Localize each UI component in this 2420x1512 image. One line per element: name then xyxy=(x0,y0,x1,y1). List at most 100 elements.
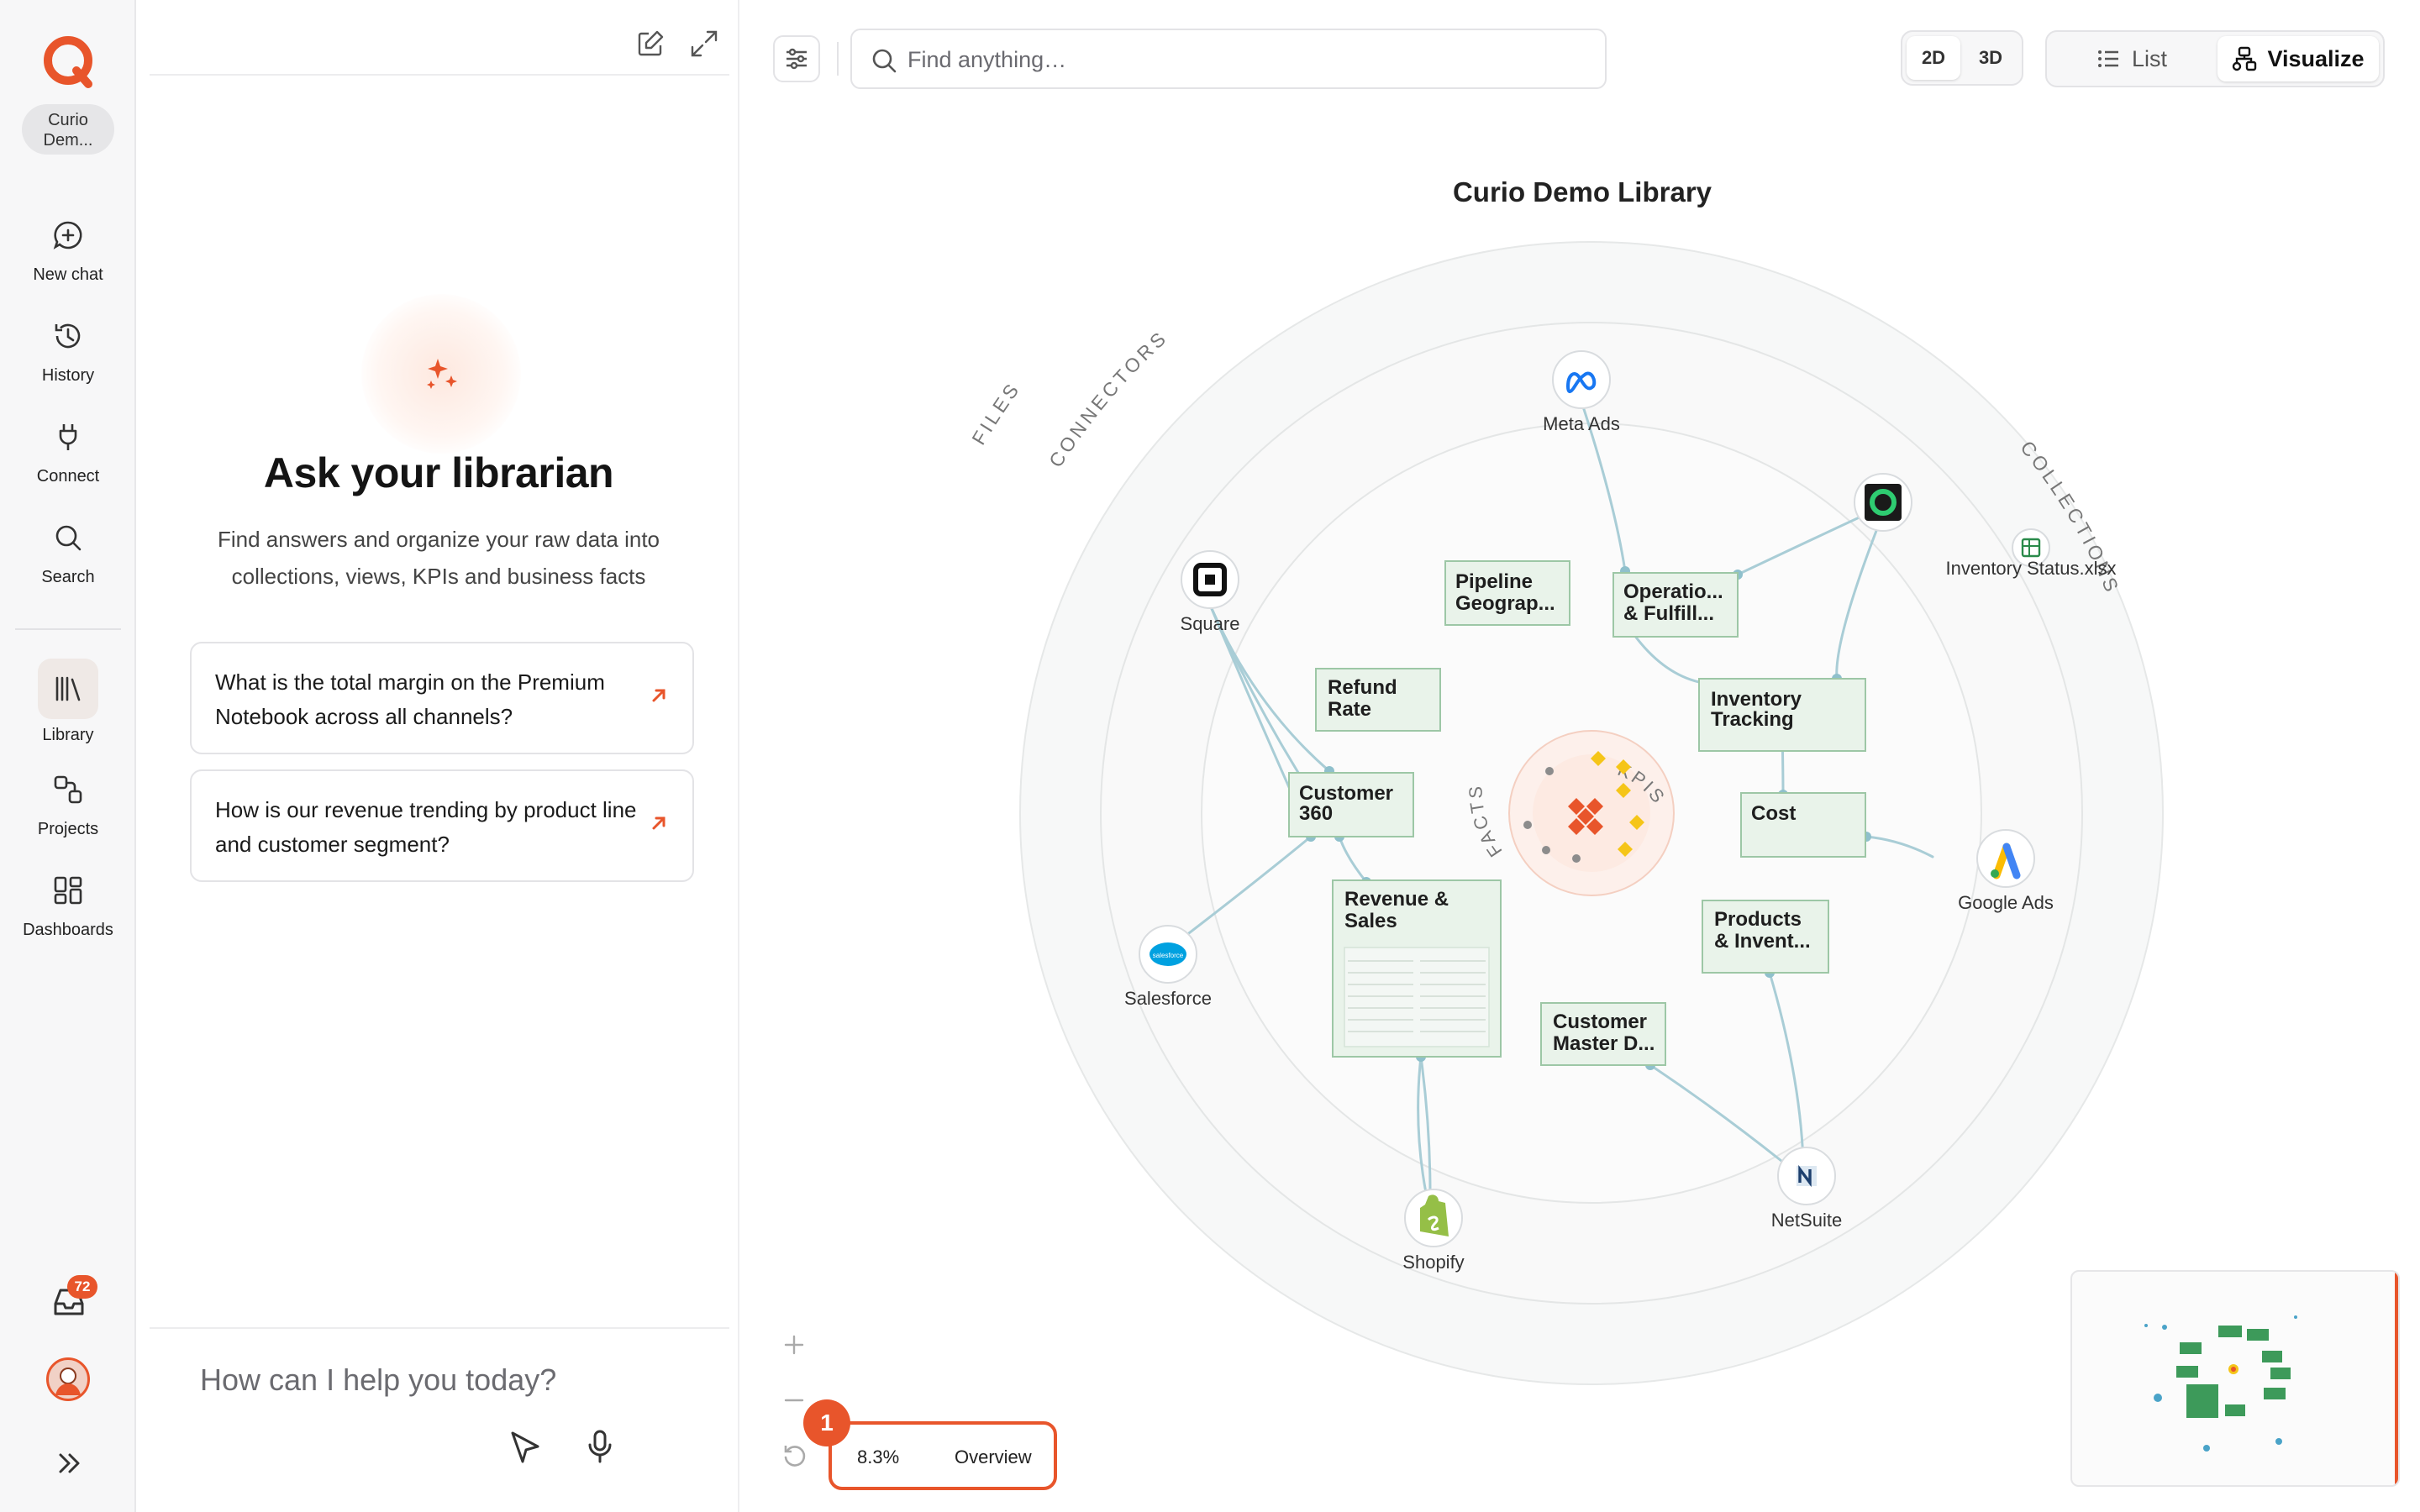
edge xyxy=(1768,971,1805,1163)
send-icon[interactable] xyxy=(506,1428,546,1468)
node-label: Rate xyxy=(1328,698,1371,721)
connector-node-salesforce[interactable]: salesforce Salesforce xyxy=(1124,925,1212,1009)
workspace-switcher[interactable]: Curio Dem... xyxy=(22,104,114,155)
edit-icon[interactable] xyxy=(635,29,669,62)
zoom-percent: 8.3% xyxy=(857,1446,900,1467)
files-ring-label: FILES xyxy=(967,377,1024,449)
kpi-diamonds-orange xyxy=(1568,798,1603,835)
zoom-out-icon[interactable] xyxy=(773,1379,815,1421)
list-view-button[interactable]: List xyxy=(2051,36,2212,81)
edge xyxy=(1865,835,1934,858)
fullscreen-icon[interactable] xyxy=(689,29,723,62)
rail-divider xyxy=(15,628,121,630)
filter-button[interactable] xyxy=(773,35,820,82)
salesforce-logo-text: salesforce xyxy=(1153,952,1184,959)
nav-dashboards[interactable]: Dashboards xyxy=(0,872,136,940)
table-preview xyxy=(1344,947,1490,1047)
zoom-level-indicator[interactable]: 8.3% Overview xyxy=(829,1421,1057,1490)
library-main: 2D 3D List Visualize Curio Demo Library xyxy=(741,0,2420,1512)
kpi-cluster[interactable] xyxy=(1523,751,1644,863)
zoom-in-icon[interactable] xyxy=(773,1324,815,1366)
chat-composer xyxy=(150,1327,729,1512)
collection-node-customer-master[interactable]: Customer Master D... xyxy=(1540,1002,1666,1066)
nav-history[interactable]: History xyxy=(0,318,136,386)
minimap-canvas xyxy=(2144,1315,2297,1452)
nav-projects[interactable]: Projects xyxy=(0,771,136,839)
collection-node-inventory-tracking[interactable]: Inventory Tracking xyxy=(1698,678,1866,752)
node-label: & Invent... xyxy=(1714,930,1811,953)
node-label: Customer xyxy=(1299,782,1393,805)
inbox-count-badge: 72 xyxy=(67,1275,97,1299)
nav-library[interactable]: Library xyxy=(0,659,136,745)
sliders-icon xyxy=(786,48,807,70)
collection-node-pipeline[interactable]: Pipeline Geograp... xyxy=(1444,560,1570,626)
collection-node-revenue-sales[interactable]: Revenue & Sales xyxy=(1332,879,1502,1058)
node-label: & Fulfill... xyxy=(1623,602,1714,625)
node-label: Master D... xyxy=(1553,1032,1655,1055)
nav-label: Dashboards xyxy=(23,921,113,939)
sparkle-icon xyxy=(361,294,521,454)
node-label: Pipeline xyxy=(1455,570,1533,593)
nav-new-chat[interactable]: New chat xyxy=(0,217,136,285)
chat-input[interactable] xyxy=(200,1351,671,1410)
projects-icon xyxy=(50,771,87,808)
collection-node-operations[interactable]: Operatio... & Fulfill... xyxy=(1612,572,1739,638)
connector-label: Shopify xyxy=(1402,1252,1464,1273)
chat-panel: Ask your librarian Find answers and orga… xyxy=(138,0,739,1512)
library-icon xyxy=(38,659,98,719)
inbox-icon[interactable] xyxy=(50,1284,87,1320)
connector-node-zendesk[interactable] xyxy=(1854,473,1912,532)
nav-connect[interactable]: Connect xyxy=(0,418,136,486)
suggestion-card[interactable]: What is the total margin on the Premium … xyxy=(190,642,694,754)
library-graph: FILES CONNECTORS COLLECTIONS KPIS FACTS xyxy=(967,241,2164,1385)
history-icon xyxy=(50,318,87,354)
nav-label: Search xyxy=(41,568,95,586)
user-avatar[interactable] xyxy=(46,1357,90,1401)
nav-label: History xyxy=(41,366,95,385)
expand-rail-icon[interactable] xyxy=(52,1446,86,1480)
node-label: Products xyxy=(1714,908,1802,931)
connector-node-meta-ads[interactable]: Meta Ads xyxy=(1543,350,1620,434)
edge xyxy=(1649,1063,1783,1163)
node-label: Geograp... xyxy=(1455,592,1555,615)
collection-node-refund-rate[interactable]: Refund Rate xyxy=(1315,668,1441,732)
arrow-up-right-icon xyxy=(652,816,666,830)
search-input[interactable] xyxy=(908,39,1580,81)
chat-heading: Ask your librarian xyxy=(263,449,614,496)
toolbar-separator xyxy=(837,42,839,76)
microphone-icon[interactable] xyxy=(581,1428,622,1468)
suggestion-card[interactable]: How is our revenue trending by product l… xyxy=(190,769,694,882)
collection-node-customer-360[interactable]: Customer 360 xyxy=(1288,772,1414,837)
minimap[interactable] xyxy=(2070,1270,2400,1487)
kpi-diamonds-yellow xyxy=(1591,751,1644,857)
visualize-view-button[interactable]: Visualize xyxy=(2217,36,2379,81)
fact-dots xyxy=(1523,767,1581,863)
edge xyxy=(1835,503,1888,680)
nav-label: Connect xyxy=(36,467,100,486)
collection-node-products-inventory[interactable]: Products & Invent... xyxy=(1702,900,1829,974)
nav-search[interactable]: Search xyxy=(0,519,136,587)
spreadsheet-icon xyxy=(2021,538,2041,558)
table-preview-lines xyxy=(1348,960,1486,1032)
connector-node-square[interactable]: Square xyxy=(1181,550,1240,634)
nav-label: Projects xyxy=(37,820,99,838)
connector-label: Salesforce xyxy=(1124,988,1212,1009)
node-label: Revenue & xyxy=(1344,888,1449,911)
connector-node-shopify[interactable]: Shopify xyxy=(1402,1189,1465,1273)
node-label: 360 xyxy=(1299,802,1333,825)
connector-node-google-ads[interactable]: Google Ads xyxy=(1958,829,2054,913)
file-node-inventory-status[interactable]: Inventory Status.xlsx xyxy=(1946,528,2117,579)
curio-logo-icon[interactable] xyxy=(38,32,98,92)
library-title: Curio Demo Library xyxy=(1452,176,1712,207)
suggestion-text: What is the total margin on the Premium … xyxy=(215,669,605,729)
salesforce-logo-icon xyxy=(1150,942,1186,966)
connector-node-netsuite[interactable]: NetSuite xyxy=(1771,1147,1842,1231)
new-chat-icon xyxy=(50,217,87,254)
nav-label: New chat xyxy=(33,265,103,284)
reset-view-icon[interactable] xyxy=(773,1435,815,1477)
toggle-2d[interactable]: 2D xyxy=(1907,36,1960,80)
toggle-3d[interactable]: 3D xyxy=(1978,47,2003,68)
collection-node-cost[interactable]: Cost xyxy=(1740,792,1866,858)
square-logo-icon xyxy=(1193,563,1227,596)
connector-label: NetSuite xyxy=(1771,1210,1842,1231)
